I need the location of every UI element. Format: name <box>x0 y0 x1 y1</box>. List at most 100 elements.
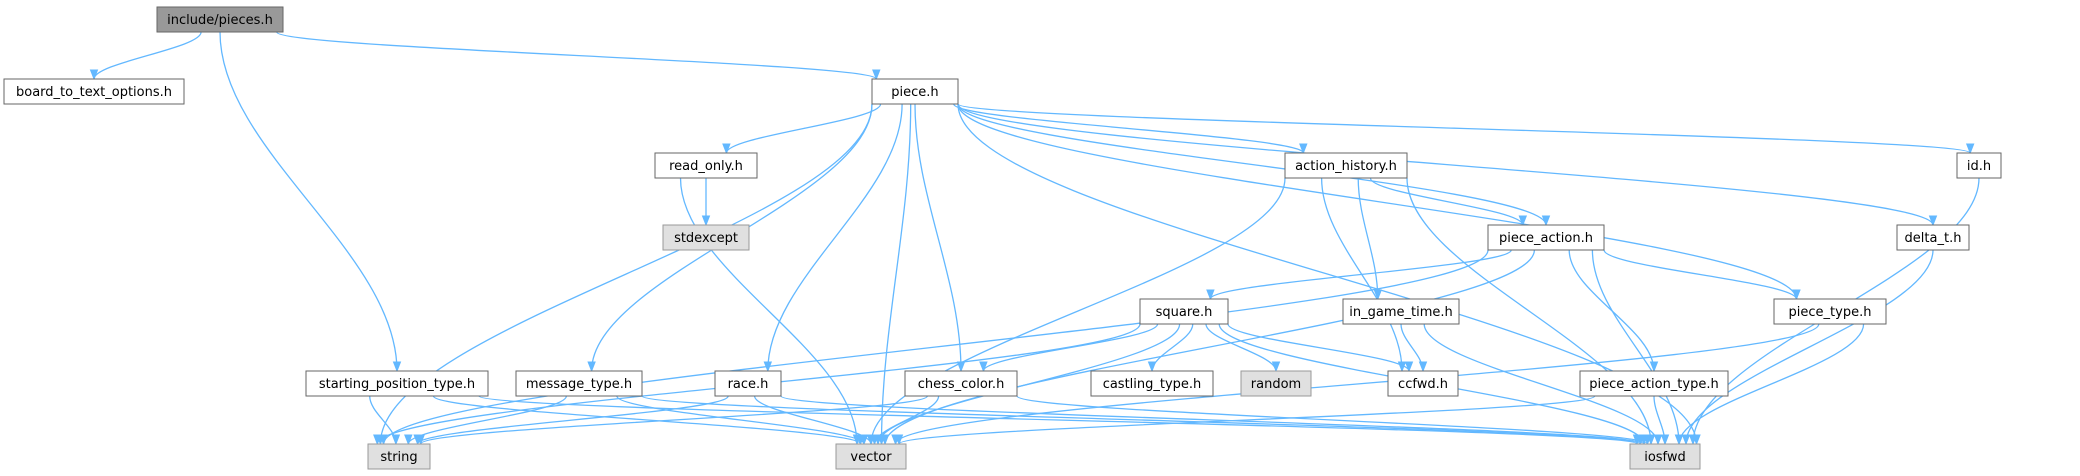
arrow-head <box>1681 434 1691 446</box>
node-message-type-h[interactable]: message_type.h <box>515 370 643 397</box>
arrow-head <box>1418 361 1428 373</box>
node-label: action_history.h <box>1295 159 1397 174</box>
node-label: starting_position_type.h <box>319 377 475 392</box>
edge-pieces_h-to-piece_h <box>276 31 881 81</box>
edge-square_h-to-ccfwd_h <box>1227 323 1414 373</box>
edge-starting_position_type_h-to-string <box>369 395 401 446</box>
arrow-head <box>872 69 881 81</box>
node-label: include/pieces.h <box>167 13 273 28</box>
node-label: piece_type.h <box>1789 305 1872 320</box>
edge-in_game_time_h-to-ccfwd_h <box>1400 323 1428 373</box>
node-box <box>662 224 750 251</box>
node-piece-action-h[interactable]: piece_action.h <box>1487 224 1605 251</box>
edges-layer <box>89 31 1980 446</box>
edge-starting_position_type_h-to-vector <box>432 395 865 446</box>
arrow-head <box>1271 361 1281 373</box>
node-label: piece_action_type.h <box>1589 377 1718 392</box>
edge-line <box>957 103 1934 226</box>
arrow-head <box>1660 434 1670 446</box>
edge-line <box>1205 323 1277 372</box>
edge-piece_action_h-to-piece_type_h <box>1603 249 1801 301</box>
edge-square_h-to-random <box>1205 323 1281 373</box>
arrow-head <box>894 434 904 446</box>
edge-line <box>767 103 903 372</box>
edge-line <box>1685 249 1934 445</box>
node-delta-t-h[interactable]: delta_t.h <box>1896 224 1970 251</box>
edge-line <box>1227 323 1410 372</box>
node-label: ccfwd.h <box>1398 377 1448 392</box>
arrow-head <box>1965 143 1975 155</box>
edge-line <box>953 103 1304 154</box>
node-box <box>1896 224 1970 251</box>
edge-line <box>1357 177 1379 300</box>
node-action-history-h[interactable]: action_history.h <box>1284 152 1408 179</box>
node-in-game-time-h[interactable]: in_game_time.h <box>1342 298 1460 325</box>
arrow-head <box>587 361 596 373</box>
node-box <box>1342 298 1460 325</box>
node-label: board_to_text_options.h <box>16 85 172 100</box>
arrow-head <box>1518 215 1528 227</box>
arrow-head <box>1541 215 1551 227</box>
edge-line <box>1406 177 1652 445</box>
edge-chess_color_h-to-vector <box>870 395 940 446</box>
edge-piece_action_h-to-piece_action_type_h <box>1568 249 1659 373</box>
node-read-only-h[interactable]: read_only.h <box>654 152 758 179</box>
node-castling-type-h[interactable]: castling_type.h <box>1090 370 1214 397</box>
arrow-head <box>1674 434 1684 446</box>
edge-pieces_h-to-starting_position_type_h <box>219 31 402 373</box>
edge-line <box>641 395 1642 445</box>
edge-piece_action_h-to-square_h <box>1206 249 1512 301</box>
edge-piece_type_h-to-iosfwd <box>1674 323 1865 446</box>
arrow-head <box>373 434 382 446</box>
edge-line <box>416 395 729 445</box>
node-box <box>654 152 758 179</box>
node-starting-position-type-h[interactable]: starting_position_type.h <box>305 370 489 397</box>
node-box <box>1139 298 1229 325</box>
edge-line <box>880 103 912 445</box>
node-label: chess_color.h <box>918 377 1005 392</box>
node-box <box>871 78 959 105</box>
node-race-h[interactable]: race.h <box>714 370 782 397</box>
arrow-head <box>1299 143 1308 155</box>
node-label: square.h <box>1156 305 1213 320</box>
edge-action_history_h-to-in_game_time_h <box>1357 177 1383 301</box>
arrow-head <box>1373 289 1383 301</box>
node-box <box>835 443 907 470</box>
node-label: race.h <box>728 377 769 392</box>
node-box <box>1240 370 1312 397</box>
arrow-head <box>1206 289 1215 301</box>
node-label: message_type.h <box>526 377 632 392</box>
edge-piece_h-to-action_history_h <box>953 103 1308 155</box>
node-label: piece_action.h <box>1499 231 1593 246</box>
edge-line <box>780 395 1645 445</box>
node-piece-type-h[interactable]: piece_type.h <box>1773 298 1887 325</box>
edge-chess_color_h-to-string <box>416 395 929 446</box>
node-id-h[interactable]: id.h <box>1956 152 2002 179</box>
edge-line <box>1603 249 1798 300</box>
arrow-head <box>1688 434 1698 446</box>
node-piece-action-type-h[interactable]: piece_action_type.h <box>1579 370 1729 397</box>
edge-line <box>1369 177 1524 226</box>
arrow-head <box>1404 361 1414 373</box>
edge-piece_action_type_h-to-iosfwd <box>1653 395 1670 446</box>
edge-line <box>1423 323 1659 445</box>
node-piece-h[interactable]: piece.h <box>871 78 959 105</box>
node-string: string <box>367 443 431 470</box>
edge-piece_h-to-piece_action_h <box>957 103 1551 227</box>
node-box <box>1284 152 1408 179</box>
node-square-h[interactable]: square.h <box>1139 298 1229 325</box>
node-pieces-h[interactable]: include/pieces.h <box>156 6 284 33</box>
arrow-head <box>880 434 890 446</box>
arrow-head <box>1643 434 1652 446</box>
node-ccfwd-h[interactable]: ccfwd.h <box>1387 370 1459 397</box>
node-chess-color-h[interactable]: chess_color.h <box>904 370 1018 397</box>
edge-action_history_h-to-piece_action_h <box>1369 177 1528 227</box>
node-board-to-text-options-h[interactable]: board_to_text_options.h <box>3 78 185 105</box>
edge-line <box>725 103 882 154</box>
arrow-head <box>722 143 731 155</box>
node-label: delta_t.h <box>1905 231 1962 246</box>
arrow-head <box>404 434 413 446</box>
edge-piece_h-to-delta_t_h <box>957 103 1938 227</box>
node-vector: vector <box>835 443 907 470</box>
node-box <box>904 370 1018 397</box>
